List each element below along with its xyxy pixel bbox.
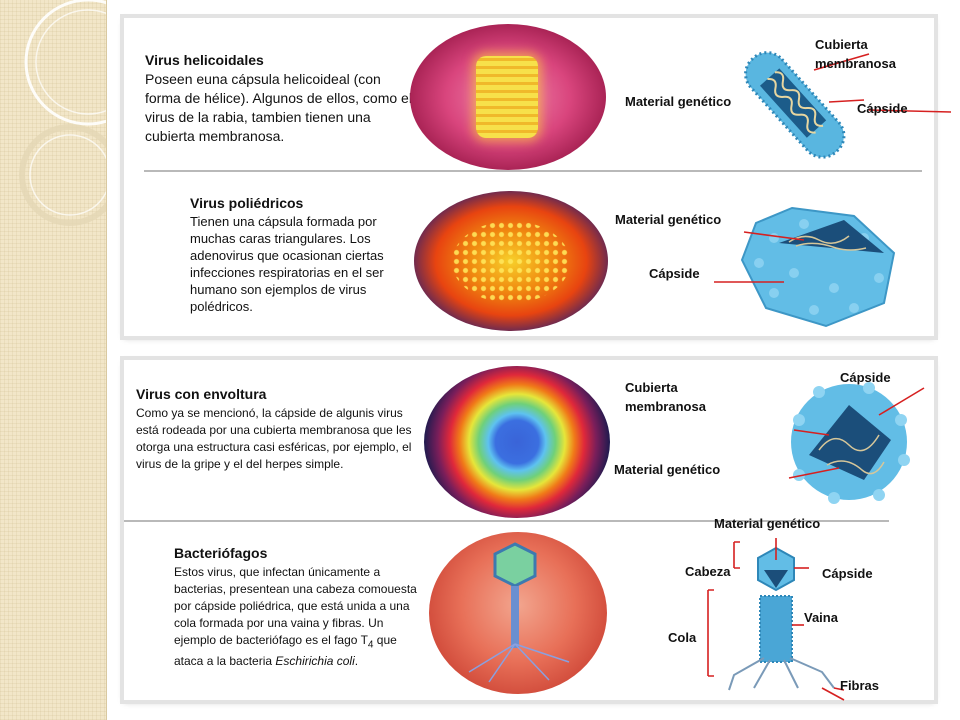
label-cabeza: Cabeza	[685, 564, 731, 579]
label-capside-3: Cápside	[840, 370, 891, 385]
bacteriofagos-text: Estos virus, que infectan únicamente a b…	[174, 565, 417, 669]
label-capside-4: Cápside	[822, 566, 873, 581]
decorative-rings-icon	[19, 0, 106, 226]
poliedricos-text: Tienen una cápsula formada por muchas ca…	[190, 214, 384, 314]
label-cubierta-2: Cubierta	[625, 380, 678, 395]
bacteriophage-diagram	[707, 538, 845, 701]
label-membranosa: membranosa	[815, 56, 896, 71]
label-material-genetico: Material genético	[625, 94, 732, 109]
label-material-genetico-3: Material genético	[614, 462, 721, 477]
poliedricos-title: Virus poliédricos	[190, 195, 304, 211]
polyhedral-virus-micrograph	[414, 191, 608, 331]
label-cubierta: Cubierta	[815, 37, 868, 52]
top-panel: Virus helicoidales Poseen euna cápsula h…	[124, 18, 952, 336]
section-divider-2	[124, 520, 889, 522]
label-fibras: Fibras	[840, 678, 880, 693]
enveloped-virus-micrograph	[424, 366, 610, 518]
helical-virus-micrograph	[410, 24, 606, 170]
label-capside-2: Cápside	[649, 266, 700, 281]
polyhedral-pointer-lines	[714, 231, 805, 283]
label-material-genetico-4: Material genético	[714, 516, 821, 531]
label-capside: Cápside	[857, 101, 908, 116]
label-cola: Cola	[668, 630, 697, 645]
bacteriofagos-title: Bacteriófagos	[174, 545, 268, 561]
decorative-side-strip	[0, 0, 107, 720]
label-vaina: Vaina	[804, 610, 838, 625]
envoltura-title: Virus con envoltura	[136, 386, 267, 402]
helical-virus-diagram	[744, 51, 952, 159]
label-membranosa-2: membranosa	[625, 399, 706, 414]
bottom-panel: Virus con envoltura Como ya se mencionó,…	[124, 360, 934, 701]
enveloped-virus-diagram	[788, 382, 925, 504]
helicoidales-title: Virus helicoidales	[145, 52, 264, 68]
envoltura-text: Como ya se mencionó, la cápside de algun…	[136, 406, 412, 471]
bacteriophage-micrograph	[429, 532, 607, 694]
label-material-genetico-2: Material genético	[615, 212, 722, 227]
section-divider	[144, 170, 922, 172]
helicoidales-text: Poseen euna cápsula helicoideal (con for…	[145, 71, 412, 144]
